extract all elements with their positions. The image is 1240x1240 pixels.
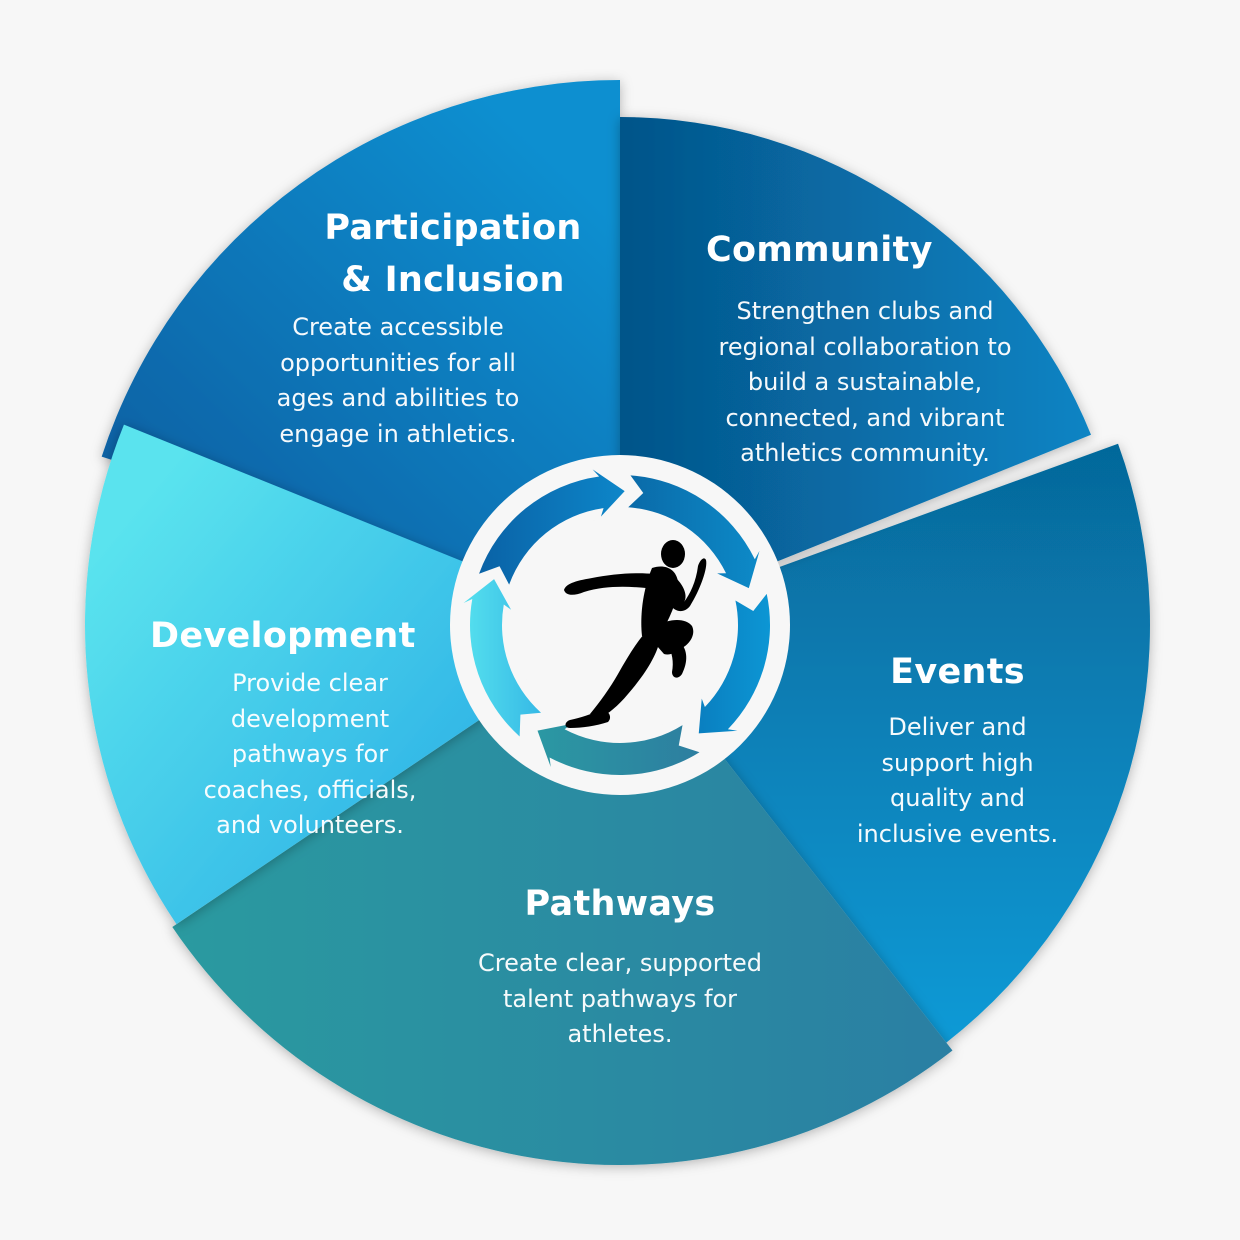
segment-pathways: Pathways Create clear, supported talent … [450, 878, 790, 1053]
segment-title: Participation & Inclusion [324, 208, 582, 300]
runner-silhouette-icon [564, 540, 707, 728]
segment-participation-inclusion: Participation & Inclusion Create accessi… [258, 202, 648, 452]
segment-description: Strengthen clubs and regional collaborat… [718, 297, 1012, 467]
cycle-arrow-icon [698, 593, 771, 734]
segment-description: Deliver and support high quality and inc… [856, 713, 1059, 848]
wheel-segment-development [85, 424, 496, 925]
segment-title: Community [706, 230, 933, 270]
segment-title: Events [890, 652, 1025, 692]
wheel-segment-community [620, 117, 1092, 569]
wheel-segment-pathways [172, 708, 953, 1165]
segment-title: Pathways [524, 884, 716, 924]
cycle-arrow-icon [479, 469, 625, 585]
segment-description: Create accessible opportunities for all … [276, 313, 520, 448]
segment-events: Events Deliver and support high quality … [835, 646, 1080, 852]
cycle-arrow-icon [463, 579, 542, 737]
segment-development: Development Provide clear development pa… [140, 610, 470, 844]
wheel-segment-events [712, 443, 1150, 1043]
cycle-arrow-icon [628, 475, 760, 589]
cycle-arrow-icon [537, 723, 700, 776]
segment-title: Development [150, 616, 416, 656]
hub-inner-circle [512, 517, 728, 733]
segment-description: Create clear, supported talent pathways … [478, 949, 762, 1048]
segment-description: Provide clear development pathways for c… [203, 669, 417, 839]
segment-community: Community Strengthen clubs and regional … [680, 224, 1050, 472]
wheel-segment-participation [101, 80, 621, 579]
